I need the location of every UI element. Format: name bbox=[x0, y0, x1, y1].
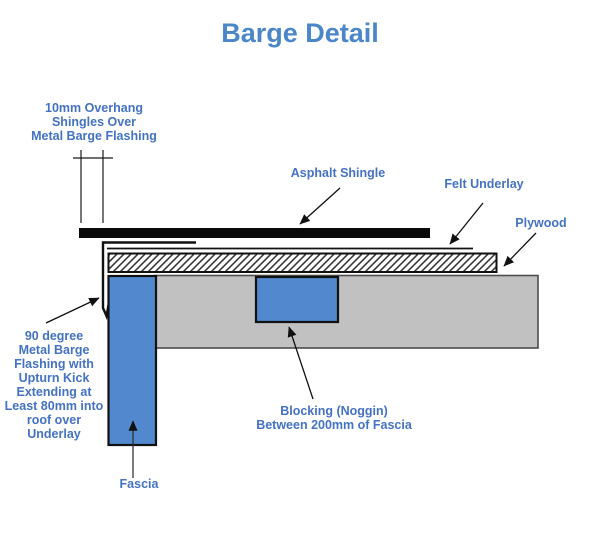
label-felt-underlay: Felt Underlay bbox=[444, 177, 524, 191]
blocking-arrow bbox=[287, 326, 314, 400]
label-fascia: Fascia bbox=[119, 477, 159, 491]
asphalt-shingle-bar bbox=[79, 228, 430, 238]
label-overhang-shingles: 10mm Overhang Shingles Over Metal Barge … bbox=[31, 101, 157, 143]
page-title: Barge Detail bbox=[221, 18, 379, 48]
blocking-noggin bbox=[254, 275, 340, 324]
label-blocking-noggin: Blocking (Noggin) Between 200mm of Fasci… bbox=[256, 404, 412, 432]
fascia-board bbox=[107, 274, 158, 447]
asphalt-shingle-arrow bbox=[299, 187, 341, 225]
barge-flashing-arrow bbox=[45, 297, 100, 324]
label-plywood: Plywood bbox=[515, 216, 567, 230]
felt-underlay-arrow bbox=[449, 202, 484, 245]
label-asphalt-shingle: Asphalt Shingle bbox=[290, 166, 386, 180]
overhang-dimension-lines bbox=[73, 150, 113, 223]
label-barge-flashing: 90 degree Metal Barge Flashing with Uptu… bbox=[4, 329, 104, 441]
plywood-arrow bbox=[503, 232, 537, 267]
roof-timber bbox=[154, 274, 539, 349]
plywood-board bbox=[107, 252, 498, 273]
